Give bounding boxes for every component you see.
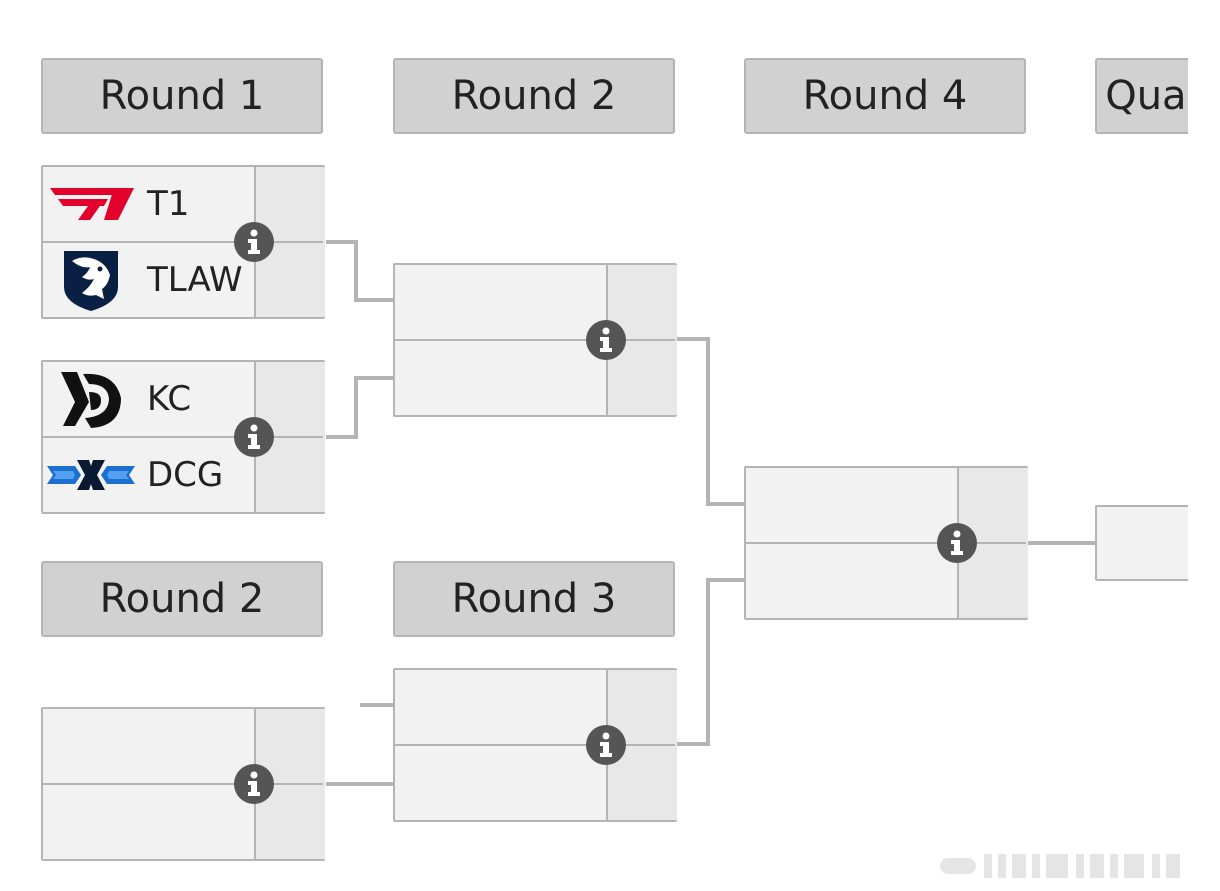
match-divider xyxy=(395,339,675,341)
team-slot-tlaw[interactable]: TLAW xyxy=(43,243,254,317)
round-header-label: Round 3 xyxy=(451,576,617,622)
team-name: T1 xyxy=(147,184,190,224)
bracket-connector xyxy=(706,578,710,746)
lower-round-header-round-3[interactable]: Round 3 xyxy=(393,561,675,637)
team-liquid-logo-icon xyxy=(47,245,135,315)
round-header-round-4[interactable]: Round 4 xyxy=(744,58,1026,134)
round-header-round-2[interactable]: Round 2 xyxy=(393,58,675,134)
match-card-quarterfinal[interactable] xyxy=(1095,505,1188,581)
team-slot-empty[interactable] xyxy=(395,341,606,415)
match-card-round-4[interactable] xyxy=(744,466,1028,620)
bracket-connector xyxy=(677,337,710,341)
karmine-corp-logo-icon xyxy=(47,364,135,434)
bracket-viewport[interactable]: Round 1 Round 2 Round 4 Quarterfinals Ro… xyxy=(0,0,1188,891)
team-slot-empty[interactable] xyxy=(43,709,254,783)
bracket-connector xyxy=(326,435,358,439)
bracket-connector xyxy=(354,298,394,302)
round-header-label: Round 1 xyxy=(99,73,265,119)
round-header-quarterfinals[interactable]: Quarterfinals xyxy=(1095,58,1188,134)
bracket-connector xyxy=(326,782,394,786)
round-header-label: Round 4 xyxy=(802,73,968,119)
bracket-connector xyxy=(706,337,710,506)
match-info-icon[interactable] xyxy=(586,320,626,360)
match-info-icon[interactable] xyxy=(234,222,274,262)
match-divider xyxy=(395,744,675,746)
match-card-lower-round-2[interactable] xyxy=(41,707,325,861)
match-divider xyxy=(43,241,323,243)
team-slot-kc[interactable]: KC xyxy=(43,362,254,436)
dcg-logo-icon xyxy=(47,440,135,510)
match-divider xyxy=(43,436,323,438)
lower-round-header-round-2[interactable]: Round 2 xyxy=(41,561,323,637)
match-card-kc-vs-dcg[interactable]: KC DCG xyxy=(41,360,325,514)
bracket-connector xyxy=(354,376,394,380)
team-name: DCG xyxy=(147,455,224,495)
team-slot-dcg[interactable]: DCG xyxy=(43,438,254,512)
t1-logo-icon xyxy=(47,169,135,239)
match-info-icon[interactable] xyxy=(937,523,977,563)
match-info-icon[interactable] xyxy=(234,417,274,457)
team-slot-empty[interactable] xyxy=(395,746,606,820)
team-slot-empty[interactable] xyxy=(395,670,606,744)
team-slot-empty[interactable] xyxy=(395,265,606,339)
team-slot-t1[interactable]: T1 xyxy=(43,167,254,241)
team-name: TLAW xyxy=(147,260,243,300)
match-divider xyxy=(43,783,323,785)
team-slot-empty[interactable] xyxy=(746,544,957,618)
match-card-upper-round-2[interactable] xyxy=(393,263,677,417)
match-info-icon[interactable] xyxy=(586,725,626,765)
team-slot-empty[interactable] xyxy=(746,468,957,542)
match-divider xyxy=(746,542,1026,544)
bracket-connector xyxy=(354,240,358,302)
round-header-round-1[interactable]: Round 1 xyxy=(41,58,323,134)
bracket-connector xyxy=(360,703,394,707)
team-slot-empty[interactable] xyxy=(43,785,254,859)
match-card-t1-vs-tlaw[interactable]: T1 TLAW xyxy=(41,165,325,319)
bracket-connector xyxy=(706,502,745,506)
team-name: KC xyxy=(147,379,192,419)
match-card-lower-round-3[interactable] xyxy=(393,668,677,822)
round-header-label: Round 2 xyxy=(99,576,265,622)
bracket-connector xyxy=(354,376,358,439)
bracket-connector xyxy=(1028,541,1096,545)
bracket-connector xyxy=(677,742,710,746)
match-info-icon[interactable] xyxy=(234,764,274,804)
team-slot-empty[interactable] xyxy=(1097,507,1188,579)
round-header-label: Round 2 xyxy=(451,73,617,119)
bracket-connector xyxy=(326,240,358,244)
round-header-label: Quarterfinals xyxy=(1105,73,1188,119)
bracket-connector xyxy=(706,578,745,582)
watermark-graphic xyxy=(940,850,1190,880)
